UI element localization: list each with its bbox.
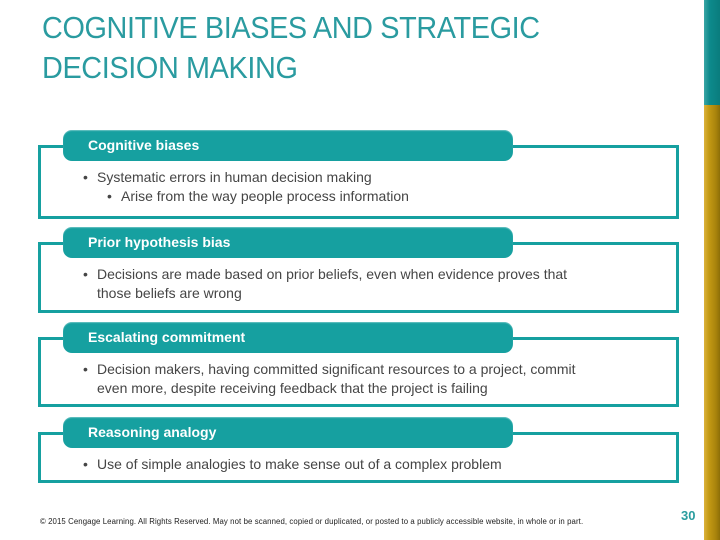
bullet-dot: • — [83, 169, 88, 185]
bullet-item: • Decision makers, having committed sign… — [83, 360, 676, 398]
bullet-dot: • — [83, 456, 88, 472]
page-number: 30 — [681, 508, 696, 523]
box-body-reasoning-analogy: • Use of simple analogies to make sense … — [41, 435, 676, 474]
box-header-escalating-commitment: Escalating commitment — [63, 322, 513, 353]
copyright-footer: © 2015 Cengage Learning. All Rights Rese… — [40, 517, 584, 526]
bias-box-escalating-commitment: Escalating commitment • Decision makers,… — [38, 322, 679, 407]
box-header-reasoning-analogy: Reasoning analogy — [63, 417, 513, 448]
box-header-prior-hypothesis: Prior hypothesis bias — [63, 227, 513, 258]
right-edge-bar — [704, 0, 720, 540]
bullet-dot: • — [83, 361, 88, 377]
box-body-escalating-commitment: • Decision makers, having committed sign… — [41, 340, 676, 398]
bullet-text: Decision makers, having committed signif… — [97, 361, 576, 396]
bullet-item: • Use of simple analogies to make sense … — [83, 455, 676, 474]
bullet-item: • Systematic errors in human decision ma… — [83, 168, 676, 187]
edge-accent-teal-stripe — [704, 0, 720, 105]
bullet-item: • Decisions are made based on prior beli… — [83, 265, 676, 303]
bullet-dot: • — [83, 266, 88, 282]
edge-accent-gold-stripe — [704, 105, 720, 540]
bias-box-prior-hypothesis: Prior hypothesis bias • Decisions are ma… — [38, 227, 679, 313]
bias-box-reasoning-analogy: Reasoning analogy • Use of simple analog… — [38, 417, 679, 483]
bullet-text: Systematic errors in human decision maki… — [97, 169, 372, 185]
bullet-text: Arise from the way people process inform… — [121, 188, 409, 204]
bullet-text: Decisions are made based on prior belief… — [97, 266, 568, 301]
bias-box-cognitive-biases: Cognitive biases • Systematic errors in … — [38, 130, 679, 219]
bullet-text: Use of simple analogies to make sense ou… — [97, 456, 502, 472]
box-body-prior-hypothesis: • Decisions are made based on prior beli… — [41, 245, 676, 303]
box-header-cognitive-biases: Cognitive biases — [63, 130, 513, 161]
bullet-dot: • — [107, 188, 112, 204]
bullet-item: • Arise from the way people process info… — [107, 187, 676, 206]
box-body-cognitive-biases: • Systematic errors in human decision ma… — [41, 148, 676, 206]
slide-title: COGNITIVE BIASES AND STRATEGIC DECISION … — [42, 10, 540, 85]
